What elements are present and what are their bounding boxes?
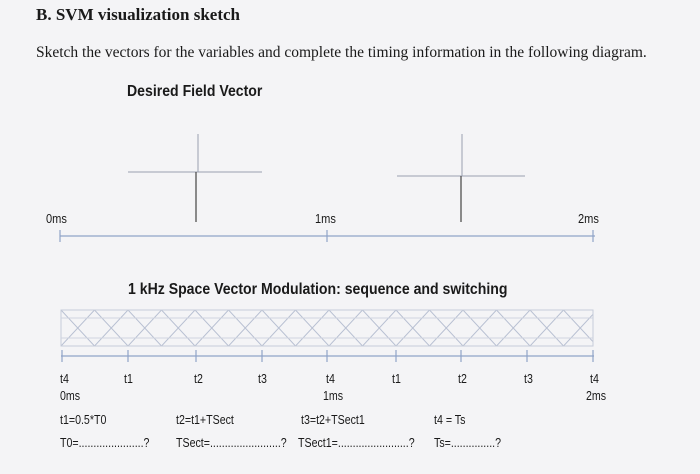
- axis-label-2ms: 2ms: [578, 211, 599, 226]
- tick-label: t3: [524, 372, 533, 386]
- svm-title: 1 kHz Space Vector Modulation: sequence …: [128, 281, 508, 298]
- blank-ts: Ts=...............?: [434, 436, 502, 450]
- blank-tsect: TSect=........................?: [176, 436, 287, 450]
- tick-label: t1: [392, 372, 401, 386]
- field-vector-title: Desired Field Vector: [127, 83, 263, 100]
- axis-label-0ms: 0ms: [46, 211, 67, 226]
- time-label-2ms: 2ms: [586, 389, 607, 403]
- time-label-1ms: 1ms: [323, 389, 344, 403]
- time-label-0ms: 0ms: [60, 389, 81, 403]
- tick-label: t3: [258, 372, 267, 386]
- tick-label: t2: [194, 372, 203, 386]
- instruction-text: Sketch the vectors for the variables and…: [36, 44, 647, 61]
- tick-label: t4: [60, 372, 69, 386]
- tick-label: t4: [590, 372, 599, 386]
- tick-label: t2: [458, 372, 467, 386]
- tick-label: t1: [124, 372, 133, 386]
- tick-label: t4: [326, 372, 335, 386]
- blank-tsect1: TSect1=........................?: [298, 436, 415, 450]
- section-title: B. SVM visualization sketch: [36, 5, 241, 24]
- formula-t2: t2=t1+TSect: [176, 413, 234, 427]
- axis-label-1ms: 1ms: [315, 211, 336, 226]
- formula-t1: t1=0.5*T0: [60, 413, 107, 427]
- formula-t4: t4 = Ts: [434, 413, 466, 427]
- formula-t3: t3=t2+TSect1: [301, 413, 365, 427]
- blank-t0: T0=......................?: [60, 436, 150, 450]
